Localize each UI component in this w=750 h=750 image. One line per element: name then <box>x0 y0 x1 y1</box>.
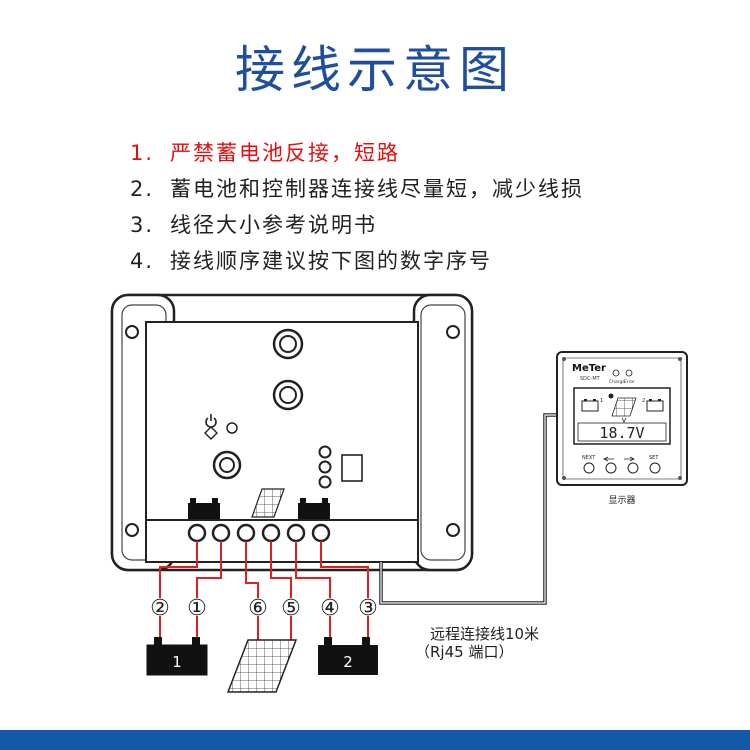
error-led-icon <box>625 369 633 377</box>
solar-panel <box>226 639 298 693</box>
meter-reading: 18.7V <box>599 424 644 442</box>
terminal-number: ② <box>150 596 170 621</box>
meter-brand: MeTer <box>572 363 606 374</box>
meter-right-button[interactable] <box>627 462 639 474</box>
terminal-number: ④ <box>320 596 340 621</box>
wire <box>320 541 369 598</box>
battery-icon <box>298 498 330 519</box>
meter-left-button[interactable] <box>605 462 617 474</box>
note-item: 4.接线顺序建议按下图的数字序号 <box>130 249 492 273</box>
battery-label: 2 <box>343 653 353 671</box>
mount-hole <box>446 523 460 537</box>
terminal-number: ③ <box>358 596 378 621</box>
indicator-led-icon <box>318 460 332 474</box>
meter-battery-icon <box>646 399 664 412</box>
battery-1: 1 <box>146 637 208 676</box>
battery-label: 1 <box>172 653 182 671</box>
meter-model: SDC-MT <box>580 376 601 382</box>
arrow-right-icon <box>624 456 635 462</box>
wire <box>196 541 222 598</box>
mount-hole <box>446 325 460 339</box>
note-item: 1.严禁蓄电池反接，短路 <box>130 141 400 165</box>
meter-display: MeTer SDC-MT Charge Error 1 2 18.7V NEXT… <box>556 351 688 486</box>
meter-next-button[interactable] <box>583 462 595 474</box>
note-item: 3.线径大小参考说明书 <box>130 213 377 237</box>
meter-button-label: SET <box>649 455 659 461</box>
meter-solar-icon <box>611 397 637 417</box>
meter-battery-icon <box>581 399 599 412</box>
arrow-left-icon <box>603 456 614 462</box>
cable-port <box>212 450 242 480</box>
notes-list: 1.严禁蓄电池反接，短路 2.蓄电池和控制器连接线尽量短，减少线损 3.线径大小… <box>130 135 584 279</box>
wire <box>159 541 198 598</box>
meter-led-label: Error <box>624 379 635 385</box>
mount-hole <box>125 523 139 537</box>
wire <box>270 541 292 598</box>
remote-cable <box>379 413 556 605</box>
battery-icon <box>188 498 220 519</box>
wire <box>245 541 259 598</box>
display-window <box>341 454 363 482</box>
mount-hole <box>125 325 139 339</box>
meter-battery-index: 1 <box>600 398 603 404</box>
meter-set-button[interactable] <box>649 462 661 474</box>
page-title: 接线示意图 <box>235 41 515 99</box>
controller-unit <box>110 293 474 572</box>
status-led-icon <box>226 422 238 434</box>
charge-led-icon <box>612 369 620 377</box>
solar-panel-icon <box>251 488 285 518</box>
terminal-number: ⑥ <box>248 596 268 621</box>
terminal-numbers: ② ① ⑥ ⑤ ④ ③ <box>150 596 378 621</box>
indicator-led-icon <box>318 475 332 489</box>
wire <box>295 541 331 598</box>
cable-label: 远程连接线10米 <box>430 625 539 643</box>
sun-icon <box>608 393 614 399</box>
battery-2: 2 <box>318 637 378 675</box>
cable-port-label: （Rj45 端口） <box>415 643 513 661</box>
meter-button-label: NEXT <box>582 455 596 461</box>
cable-port <box>272 379 304 411</box>
terminal-number: ① <box>187 596 207 621</box>
meter-led-label: Charge <box>609 379 625 385</box>
meter-battery-index: 2 <box>642 398 645 404</box>
meter-caption: 显示器 <box>608 495 635 506</box>
wires <box>159 541 369 640</box>
footer-bar <box>0 730 750 750</box>
note-item: 2.蓄电池和控制器连接线尽量短，减少线损 <box>130 177 584 201</box>
cable-port <box>272 328 304 360</box>
power-usb-icon <box>204 414 218 440</box>
terminal-number: ⑤ <box>281 596 301 621</box>
indicator-led-icon <box>318 445 332 459</box>
